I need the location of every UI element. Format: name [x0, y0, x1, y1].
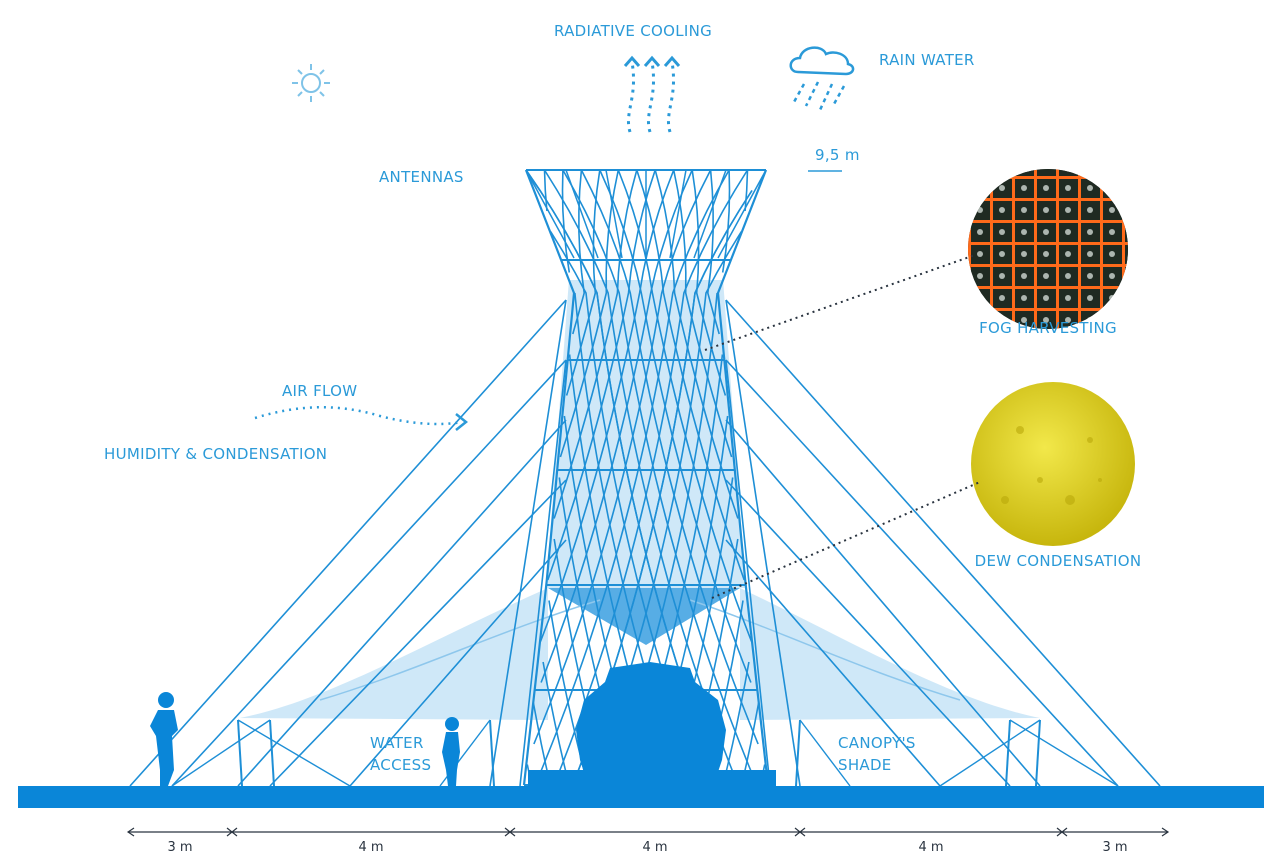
guy-rope	[237, 419, 567, 787]
guy-rope	[349, 539, 567, 787]
guy-rope	[489, 299, 567, 787]
label-fog-harvesting: FOG HARVESTING	[979, 319, 1117, 337]
person-silhouette-adult	[150, 692, 178, 786]
canopy-rope	[237, 719, 351, 787]
guy-rope	[269, 479, 567, 787]
guy-rope	[725, 299, 1161, 787]
radiative-cooling-arrowheads-icon	[623, 55, 681, 67]
label-antennas: ANTENNAS	[379, 168, 464, 186]
antenna	[669, 169, 687, 259]
label-canopy-shade-line2: SHADE	[838, 756, 892, 774]
guy-rope	[725, 539, 941, 787]
guy-rope	[725, 479, 1011, 787]
label-water-access-line1: WATER	[370, 734, 424, 752]
canopy-rope	[1009, 719, 1119, 787]
canopy-post	[1005, 719, 1011, 787]
antenna	[565, 169, 599, 259]
rain-cloud-icon	[789, 46, 855, 76]
dimension-line: 3 m 4 m 4 m 4 m 3 m	[126, 827, 1170, 855]
tower-strand	[534, 169, 730, 786]
label-humidity-condensation: HUMIDITY & CONDENSATION	[104, 445, 327, 463]
fog-leader-line	[704, 254, 976, 351]
guy-rope	[725, 419, 1041, 787]
dew-leader-line	[711, 481, 981, 599]
guy-rope	[725, 299, 801, 787]
antenna	[693, 169, 727, 259]
dew-condensation-detail	[971, 382, 1135, 546]
sun-icon	[292, 64, 330, 102]
dimension-arrow	[1161, 827, 1170, 837]
dimension-arrow	[126, 827, 135, 837]
canopy-post	[489, 719, 495, 787]
dimension-tick	[504, 827, 516, 837]
dimension-label: 3 m	[1102, 840, 1127, 855]
canopy-post	[237, 719, 243, 787]
dimension-tick	[1056, 827, 1068, 837]
label-height: 9,5 m	[815, 146, 860, 164]
guy-rope	[725, 359, 1119, 787]
tower-edge	[716, 169, 770, 786]
dimension-label: 4 m	[918, 840, 943, 855]
tower-strand	[553, 169, 749, 786]
radiative-cooling-arrows-icon	[627, 61, 675, 133]
antenna	[525, 169, 575, 259]
ground	[18, 786, 1264, 808]
canopy-line	[319, 599, 601, 701]
guy-rope	[171, 359, 567, 787]
dimension-label: 4 m	[358, 840, 383, 855]
canopy-post	[795, 719, 801, 787]
antenna	[605, 169, 623, 259]
fog-harvesting-detail	[968, 169, 1128, 329]
guy-rope	[129, 299, 567, 787]
airflow-arrow-icon	[254, 406, 469, 431]
label-water-access-line2: ACCESS	[370, 756, 431, 774]
label-radiative-cooling: RADIATIVE COOLING	[554, 22, 712, 40]
dimension-label: 4 m	[642, 840, 667, 855]
guy-rope	[519, 359, 567, 787]
dimension-tick	[794, 827, 806, 837]
canopy-rope	[799, 719, 851, 787]
tower-strand	[562, 169, 758, 786]
canopy-left	[240, 588, 548, 720]
tower-edge	[522, 169, 576, 786]
label-rain-water: RAIN WATER	[879, 51, 975, 69]
rain-drops-icon	[792, 81, 846, 111]
canopy-post	[1035, 719, 1041, 787]
canopy-post	[269, 719, 275, 787]
label-dew-condensation: DEW CONDENSATION	[975, 552, 1142, 570]
canopy-funnel	[548, 588, 740, 645]
canopy-right	[740, 588, 1040, 720]
person-silhouette-child	[442, 717, 460, 786]
canopy-rope	[939, 719, 1041, 787]
tower-strand	[543, 169, 739, 786]
dimension-tick	[226, 827, 238, 837]
dimension-label: 3 m	[167, 840, 192, 855]
label-canopy-shade-line1: CANOPY'S	[838, 734, 916, 752]
guy-rope	[725, 359, 771, 787]
antenna	[717, 169, 767, 259]
water-container	[576, 662, 726, 790]
guy-ropes	[129, 299, 1161, 787]
label-air-flow: AIR FLOW	[282, 382, 357, 400]
canopy-rope	[171, 719, 271, 787]
